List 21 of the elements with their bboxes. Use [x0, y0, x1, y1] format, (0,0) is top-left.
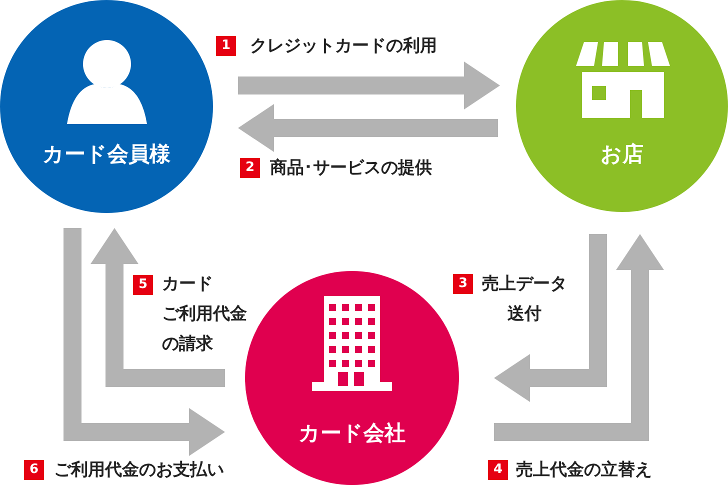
number-badge: 6 [24, 460, 44, 480]
edge-label: 商品･サービスの提供 [270, 157, 432, 180]
node-label: お店 [600, 141, 644, 168]
number-badge: 5 [133, 275, 153, 295]
edge-label: クレジットカードの利用 [250, 35, 437, 58]
arrow [238, 62, 500, 110]
edge-label: 売上代金の立替え [516, 459, 652, 482]
arrow [238, 104, 498, 152]
number-badge: 2 [240, 158, 260, 178]
arrow [494, 234, 607, 402]
arrow [90, 228, 225, 387]
node-label: カード会員様 [42, 141, 172, 168]
arrow [494, 234, 664, 441]
number-badge: 4 [488, 460, 508, 480]
node-label: カード会社 [298, 420, 406, 447]
edge-label: ご利用代金のお支払い [54, 459, 224, 482]
edge-label: 売上データ送付 [482, 273, 567, 326]
number-badge: 1 [216, 36, 236, 56]
arrow [64, 228, 225, 456]
edge-label: カードご利用代金の請求 [162, 273, 247, 356]
number-badge: 3 [453, 274, 473, 294]
